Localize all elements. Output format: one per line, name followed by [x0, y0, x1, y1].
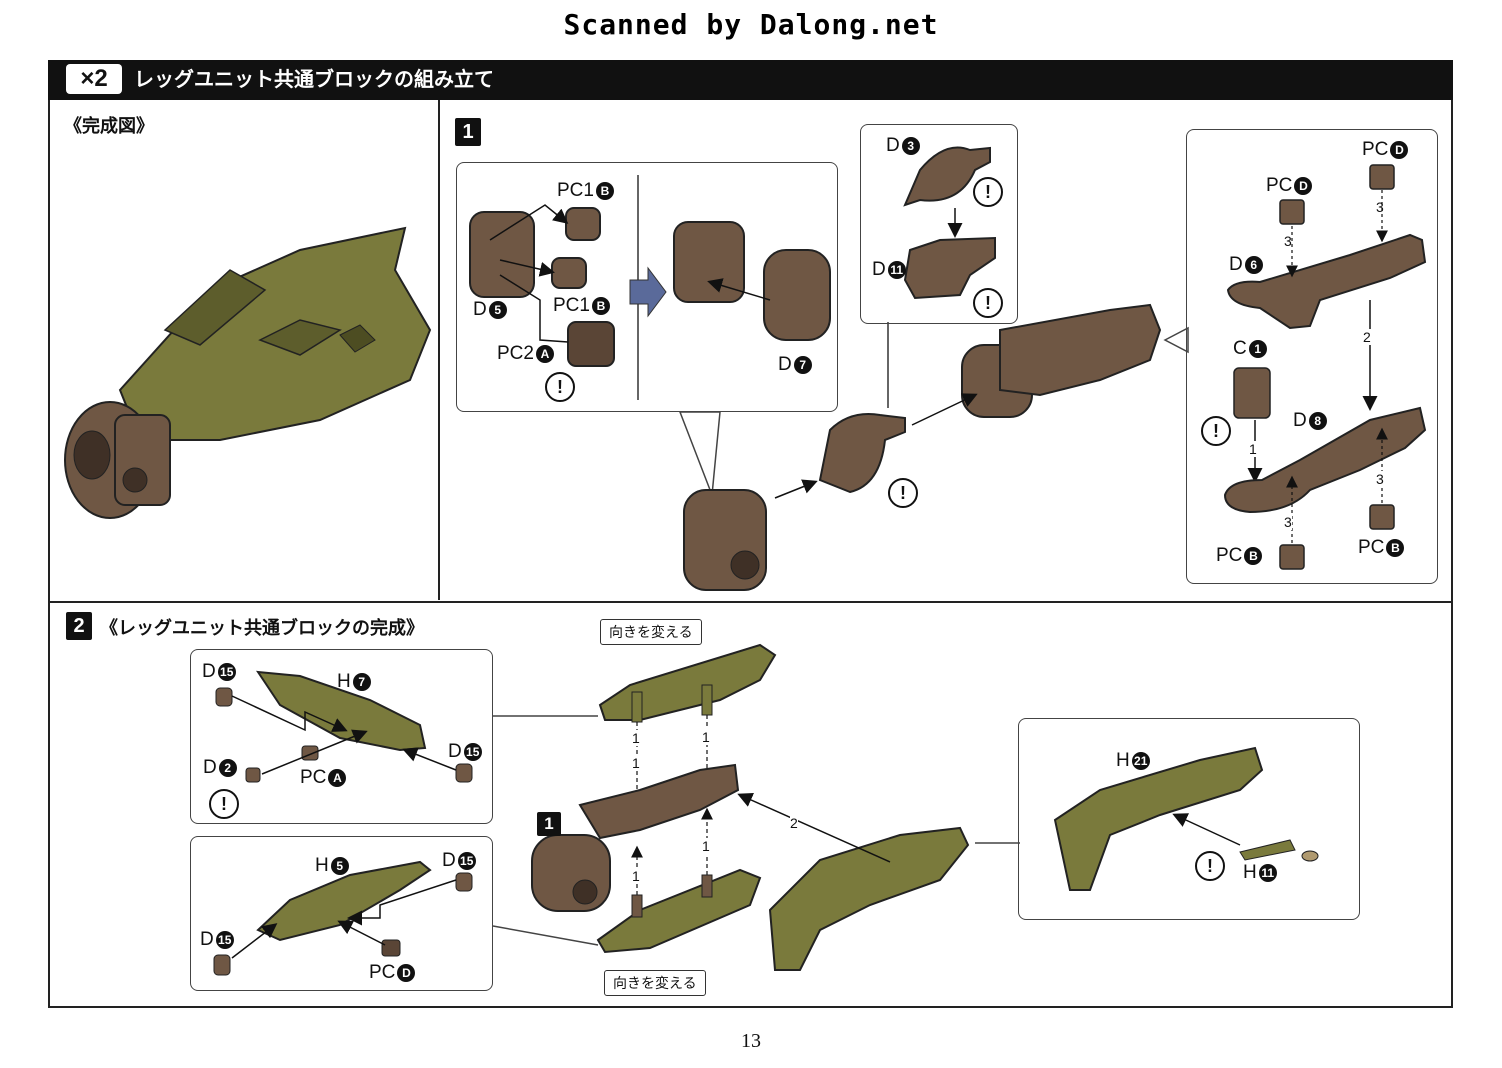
caution-icon: ! [973, 177, 1003, 207]
order-mark: 2 [1363, 329, 1371, 345]
caution-icon: ! [1195, 851, 1225, 881]
step2-lower-panel [190, 836, 493, 991]
order-mark: 1 [632, 755, 640, 771]
step2-side-panel [1018, 718, 1360, 920]
order-mark: 1 [1249, 441, 1257, 457]
section-title: レッグユニット共通ブロックの組み立て [134, 67, 494, 91]
step2-side-armor-parts [1053, 746, 1319, 891]
step2-lower-armor-parts [213, 860, 473, 976]
scan-watermark: Scanned by Dalong.net [563, 8, 939, 41]
step1-frame-panel [1186, 129, 1438, 584]
order-mark: 1 [702, 838, 710, 854]
step1-joint-panel [860, 124, 1018, 324]
step1-subassembly-parts [469, 175, 831, 400]
orientation-note-bottom: 向きを変える [604, 970, 706, 996]
step-1-reference: 1 [537, 812, 561, 836]
step-1-number: 1 [455, 118, 481, 146]
order-mark: 3 [1376, 199, 1384, 215]
step-2-number: 2 [66, 612, 92, 640]
quantity-badge: ×2 [66, 64, 122, 94]
step2-upper-panel [190, 649, 493, 824]
step2-upper-armor-parts [215, 670, 473, 783]
order-mark: 2 [790, 815, 798, 831]
completed-view-label: 《完成図》 [64, 116, 154, 137]
step2-center-assembly [531, 643, 970, 971]
order-mark: 3 [1284, 514, 1292, 530]
order-mark: 3 [1284, 233, 1292, 249]
caution-icon: ! [209, 789, 239, 819]
page-number: 13 [741, 1030, 761, 1052]
step1-frame-parts [1223, 164, 1427, 570]
panel-divider-vertical [438, 100, 440, 600]
order-mark: 1 [702, 729, 710, 745]
caution-icon: ! [1201, 416, 1231, 446]
order-mark: 1 [632, 730, 640, 746]
panel-divider-horizontal [48, 601, 1453, 603]
order-mark: 1 [632, 868, 640, 884]
caution-icon: ! [545, 372, 575, 402]
order-mark: 3 [1376, 471, 1384, 487]
section-header-bar [48, 60, 1453, 100]
step1-joint-parts [683, 146, 1162, 591]
step2-title: 《レッグユニット共通ブロックの完成》 [100, 618, 424, 639]
caution-icon: ! [888, 478, 918, 508]
step1-subassembly-panel [456, 162, 838, 412]
orientation-note-top: 向きを変える [600, 619, 702, 645]
completed-leg-block-illustration [64, 226, 432, 519]
caution-icon: ! [973, 288, 1003, 318]
